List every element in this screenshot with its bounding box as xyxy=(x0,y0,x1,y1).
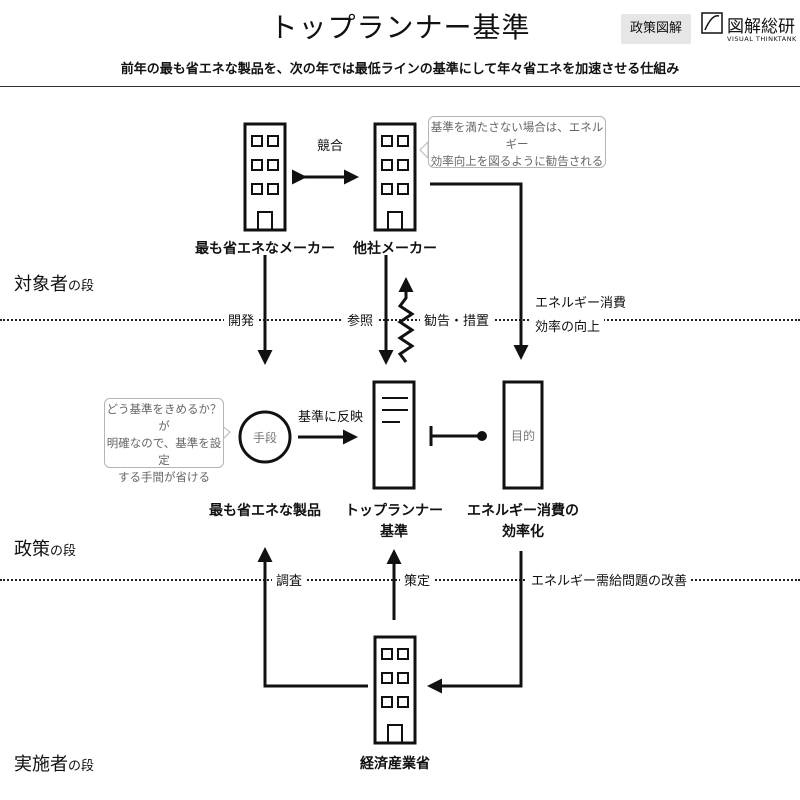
advice-note-line2: 効率向上を図るように勧告される xyxy=(430,154,604,168)
stage-label-target: 対象者の段 xyxy=(14,270,94,296)
standard-document-icon xyxy=(372,380,416,490)
formulate-label: 策定 xyxy=(400,570,435,589)
stage-target-suffix: の段 xyxy=(68,279,95,294)
stage-policy-suffix: の段 xyxy=(50,544,77,559)
page-title: トップランナー基準 xyxy=(269,11,531,44)
reflect-label: 基準に反映 xyxy=(298,410,364,425)
standard-purpose-connector-icon xyxy=(429,426,487,446)
product-circle-icon xyxy=(238,410,292,464)
method-note-line3: する手間が省ける xyxy=(118,470,210,484)
ministry-building-icon xyxy=(373,635,417,745)
stage-implementer-main: 実施者 xyxy=(14,754,68,775)
survey-arrow-icon xyxy=(257,547,368,688)
energy-label-line2: 効率の向上 xyxy=(531,316,605,335)
advice-callout-tail xyxy=(419,140,429,160)
advice-zigzag-arrow-icon xyxy=(397,277,415,363)
efficiency-label-line1: エネルギー消費の xyxy=(467,503,579,519)
top-maker-building-icon xyxy=(243,122,287,232)
competition-label: 競合 xyxy=(313,135,348,154)
other-maker-building-icon xyxy=(373,122,417,232)
logo-subtext: VISUAL THINKTANK xyxy=(727,35,797,43)
logo-name: 図解総研 xyxy=(727,17,795,37)
logo-icon xyxy=(701,12,723,34)
energy-label-line1: エネルギー消費 xyxy=(531,292,631,311)
standard-label-line1: トップランナー xyxy=(345,503,443,519)
stage-implementer-suffix: の段 xyxy=(68,759,95,774)
method-note-line2: 明確なので、基準を設定 xyxy=(106,436,222,467)
method-note-callout: どう基準をきめるか？が 明確なので、基準を設定 する手間が省ける xyxy=(104,398,224,484)
category-badge: 政策図解 xyxy=(621,14,691,44)
reference-label: 参照 xyxy=(343,310,378,329)
advice-label: 勧告・措置 xyxy=(420,310,494,329)
efficiency-label-line2: 効率化 xyxy=(502,524,544,540)
header-divider xyxy=(0,86,800,87)
supply-demand-arrow-icon xyxy=(427,551,523,694)
page-subtitle: 前年の最も省エネな製品を、次の年では最低ラインの基準にして年々省エネを加速させる… xyxy=(120,62,680,77)
stage-policy-main: 政策 xyxy=(14,539,50,560)
ministry-label: 経済産業省 xyxy=(360,756,430,772)
stage-label-implementer: 実施者の段 xyxy=(14,750,94,776)
advice-note-line1: 基準を満たさない場合は、エネルギー xyxy=(430,120,604,151)
top-maker-label: 最も省エネなメーカー xyxy=(195,241,335,257)
best-product-label: 最も省エネな製品 xyxy=(209,503,321,519)
survey-label: 調査 xyxy=(272,570,307,589)
stage-target-main: 対象者 xyxy=(14,274,68,295)
purpose-box-icon xyxy=(502,380,544,490)
energy-efficiency-arrow-icon xyxy=(430,182,529,360)
supply-demand-label: エネルギー需給問題の改善 xyxy=(527,570,692,589)
stage-label-policy: 政策の段 xyxy=(14,535,76,561)
method-label: 手段 xyxy=(252,431,277,445)
method-note-line1: どう基準をきめるか？が xyxy=(106,402,222,433)
development-label: 開発 xyxy=(224,310,259,329)
divider-target-policy xyxy=(0,319,800,321)
standard-label-line2: 基準 xyxy=(380,524,408,540)
purpose-label: 目的 xyxy=(510,429,535,443)
advice-note-callout: 基準を満たさない場合は、エネルギー 効率向上を図るように勧告される xyxy=(428,116,606,168)
other-maker-label: 他社メーカー xyxy=(353,241,437,257)
